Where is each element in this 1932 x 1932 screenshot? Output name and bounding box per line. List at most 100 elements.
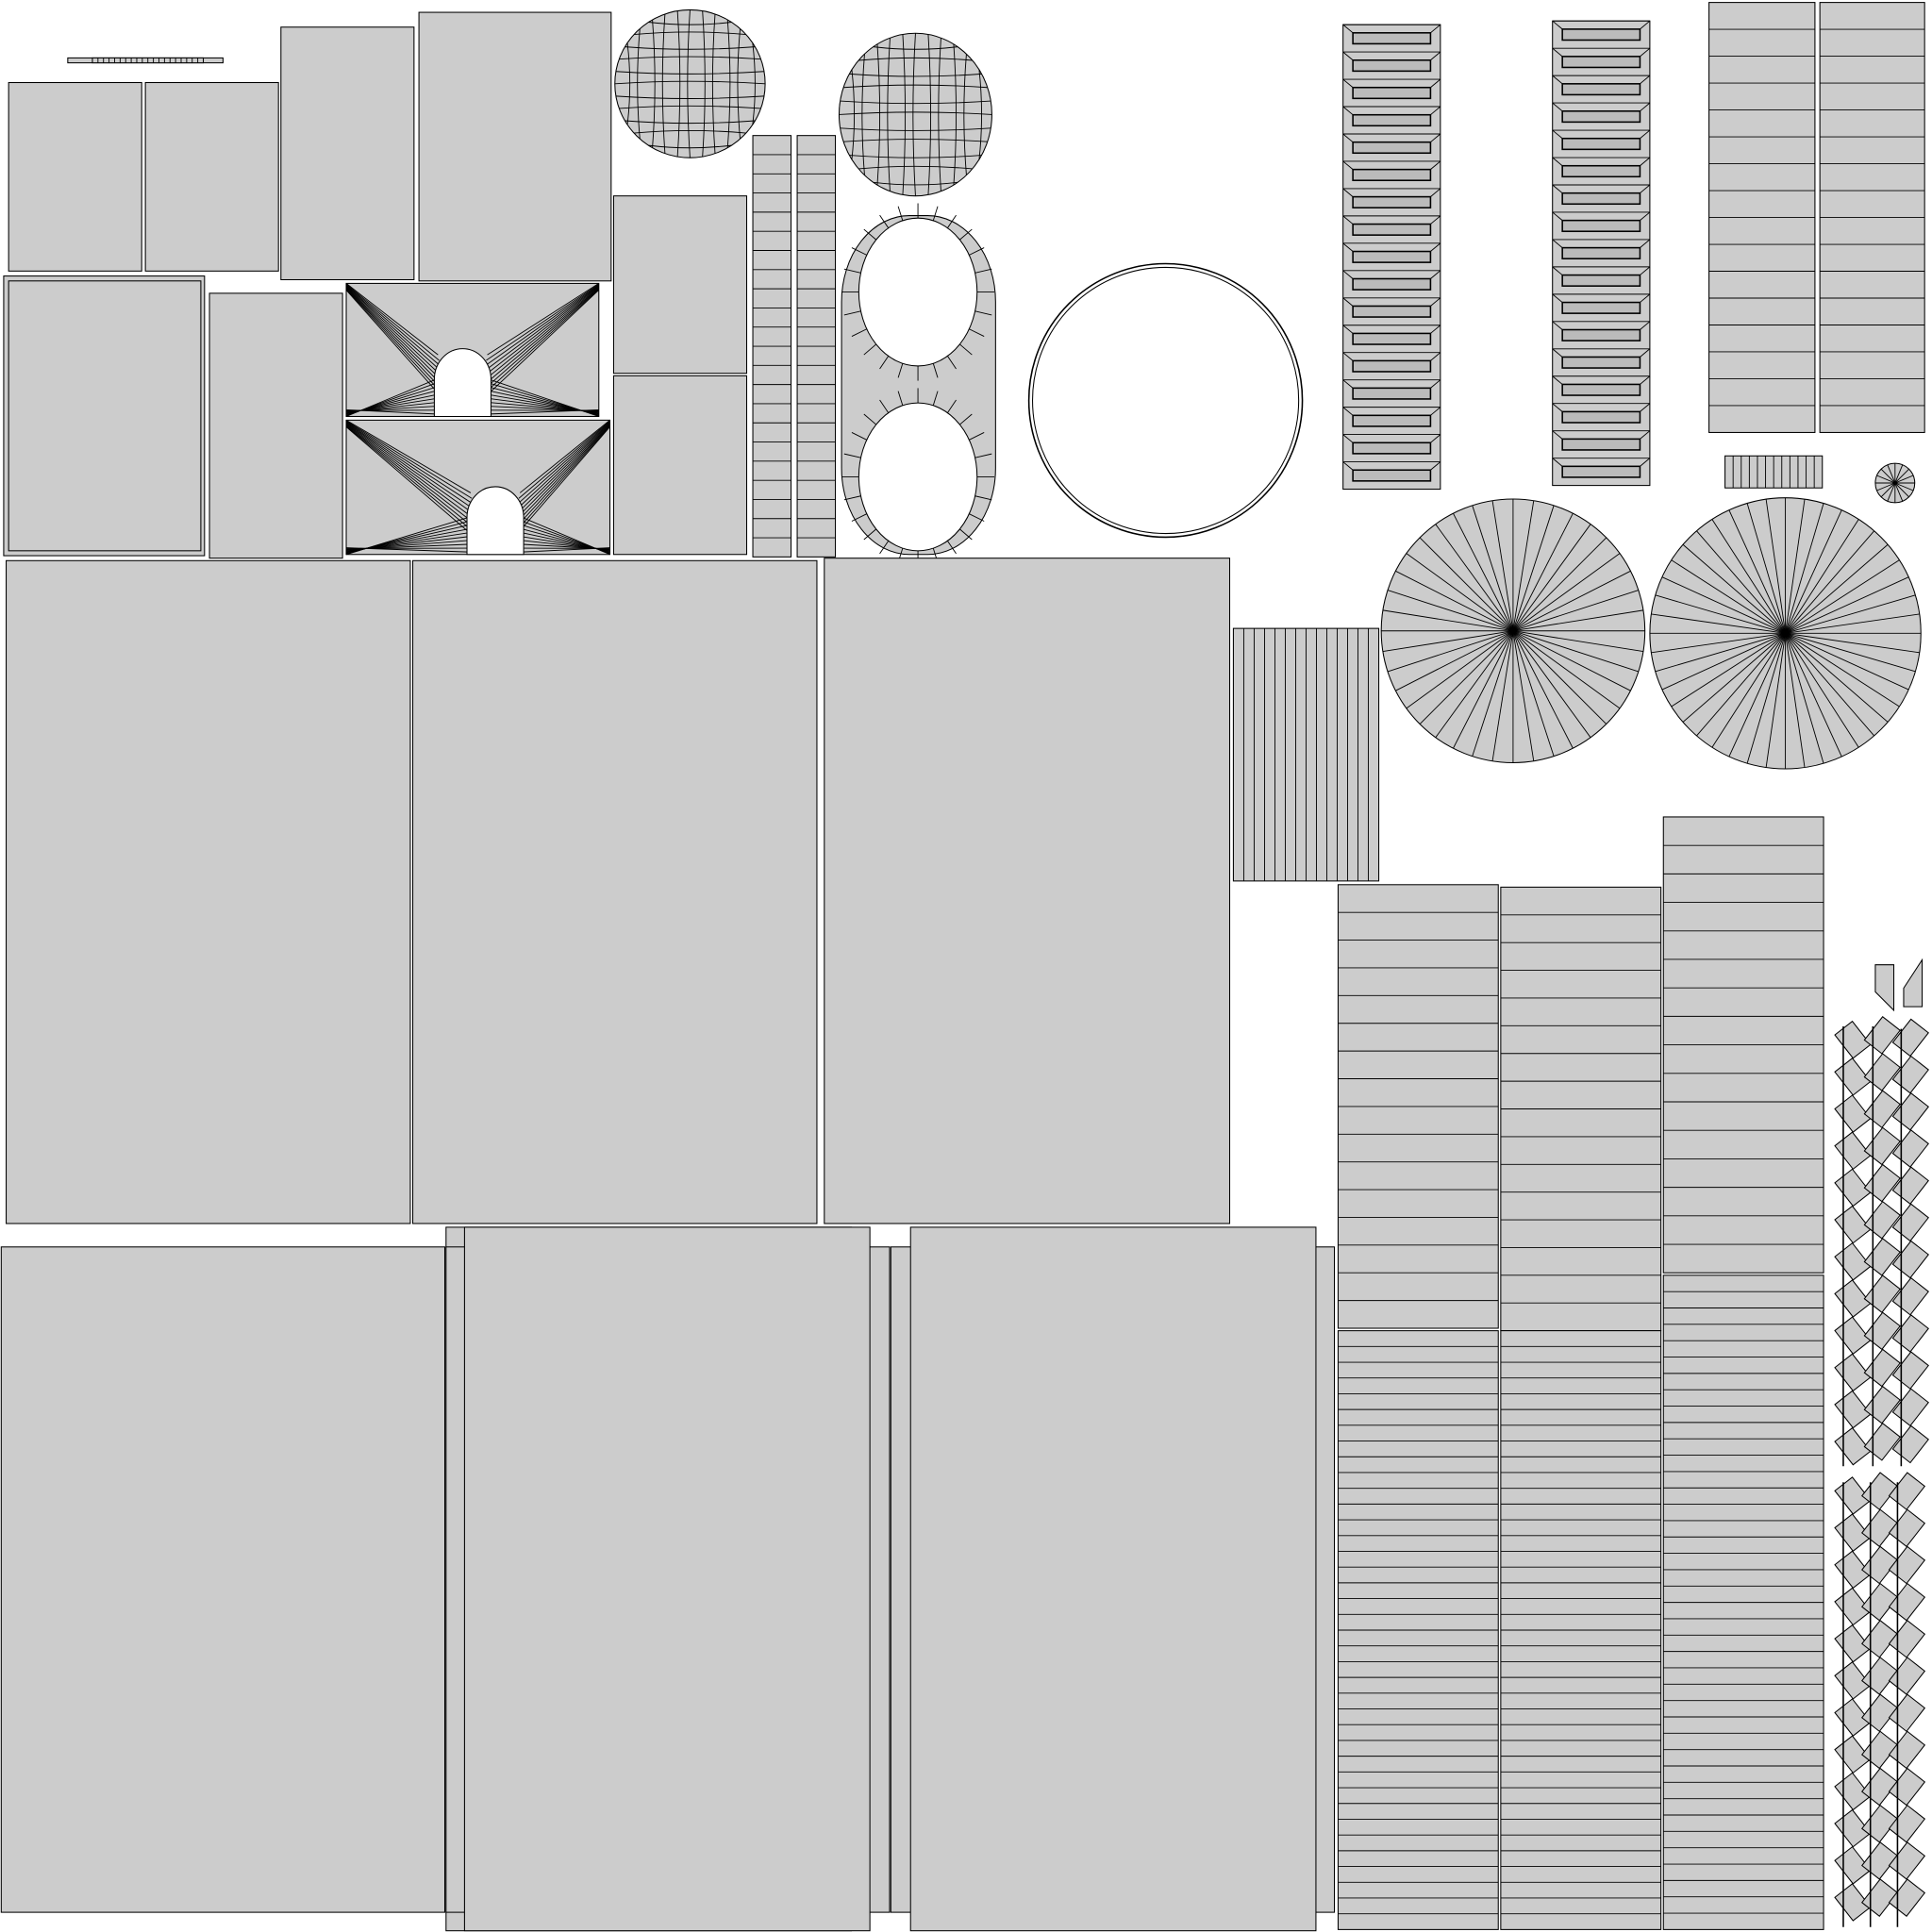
uv-rung (1561, 356, 1641, 369)
uv-edge (1711, 633, 1786, 748)
uv-edge (519, 420, 610, 493)
uv-rung (1352, 277, 1432, 291)
uv-edge (634, 130, 746, 134)
uv-edge (1395, 570, 1514, 632)
uv-rung (1561, 465, 1641, 478)
uv-edge (843, 495, 861, 501)
uv-edge (863, 528, 877, 541)
uv-edge (1682, 633, 1786, 723)
uv-edge (1552, 129, 1563, 140)
uv-edge (858, 57, 973, 61)
uv-rung (1352, 359, 1432, 373)
uv-edge (1640, 157, 1651, 167)
uv-island (412, 559, 818, 1224)
uv-edge (1512, 630, 1591, 739)
uv-edge (511, 425, 610, 532)
uv-edge (1785, 632, 1916, 673)
uv-edge (1785, 633, 1842, 758)
uv-edge (876, 43, 881, 186)
uv-edge (963, 54, 967, 175)
uv-edge (625, 46, 756, 50)
uv-edge (879, 214, 890, 228)
uv-rung (1561, 56, 1641, 69)
uv-edge (879, 356, 890, 370)
uv-edge (1552, 184, 1563, 194)
uv-edge (1640, 129, 1651, 140)
uv-edge (879, 541, 890, 555)
uv-edge (345, 424, 478, 526)
uv-edge (947, 399, 957, 413)
uv-island-front (909, 1226, 1317, 1932)
uv-edge (345, 420, 473, 499)
uv-chain-link (1891, 1388, 1929, 1427)
uv-edge (1430, 215, 1441, 225)
uv-edge (849, 73, 982, 77)
uv-edge (839, 111, 992, 115)
uv-edge (1342, 215, 1354, 225)
uv-edge (625, 120, 756, 125)
uv-edge (515, 423, 610, 515)
uv-rung (1352, 387, 1432, 400)
uv-edge (932, 206, 939, 221)
uv-edge (1661, 632, 1786, 691)
uv-edge (858, 165, 973, 170)
uv-edge (902, 34, 907, 195)
uv-rung (1561, 28, 1641, 42)
uv-edge (1671, 559, 1786, 634)
uv-edge (1512, 630, 1621, 709)
uv-chain-link (1888, 1730, 1926, 1770)
uv-edge (1682, 543, 1786, 634)
uv-edge (1430, 270, 1441, 279)
uv-rung (1561, 301, 1641, 314)
uv-chain-link (1888, 1878, 1926, 1917)
uv-edge (345, 425, 479, 532)
uv-edge (1655, 594, 1786, 634)
uv-edge (345, 422, 475, 510)
uv-edge (614, 80, 766, 85)
uv-disc-fan-small (1874, 462, 1916, 504)
uv-edge (512, 424, 610, 526)
uv-edge (1651, 632, 1786, 654)
uv-edge (932, 391, 939, 406)
uv-edge (1512, 630, 1607, 724)
uv-edge (1395, 630, 1514, 691)
uv-thin-strip (92, 57, 205, 64)
uv-edge (1430, 407, 1441, 416)
uv-edge (1552, 20, 1563, 30)
uv-edge (637, 28, 641, 140)
uv-edge (648, 144, 732, 149)
uv-chain-link (1863, 1163, 1901, 1203)
uv-edge (1785, 632, 1909, 691)
uv-edge (1342, 407, 1354, 416)
uv-island-back (0, 1246, 446, 1913)
uv-chain-link (1863, 1126, 1901, 1166)
uv-edge (1472, 630, 1514, 757)
uv-edge (1342, 24, 1354, 34)
uv-edge (1406, 553, 1514, 632)
uv-chain-1 (1834, 1020, 1872, 1467)
uv-edge (947, 541, 957, 555)
uv-edge (861, 54, 865, 175)
uv-edge (1887, 464, 1896, 484)
uv-edge (1342, 106, 1354, 116)
uv-rung (1561, 438, 1641, 451)
uv-edge (1552, 266, 1563, 275)
uv-edge (863, 228, 877, 241)
uv-edge (1785, 613, 1920, 634)
uv-edge (345, 426, 481, 543)
uv-edge (482, 286, 600, 377)
uv-edge (648, 22, 732, 25)
uv-edge (484, 284, 600, 367)
uv-edge (959, 528, 973, 541)
uv-chain-link (1891, 1276, 1929, 1316)
uv-plank-column-3 (1662, 816, 1824, 1274)
uv-edge (1785, 632, 1920, 654)
uv-edge (879, 399, 890, 413)
uv-column-strip-1 (752, 135, 792, 558)
uv-edge (1785, 499, 1806, 634)
uv-island (8, 81, 142, 272)
uv-edge (1453, 630, 1514, 749)
uv-chain-link (1863, 1423, 1901, 1461)
uv-edge (1640, 293, 1651, 303)
uv-edge (1430, 242, 1441, 252)
